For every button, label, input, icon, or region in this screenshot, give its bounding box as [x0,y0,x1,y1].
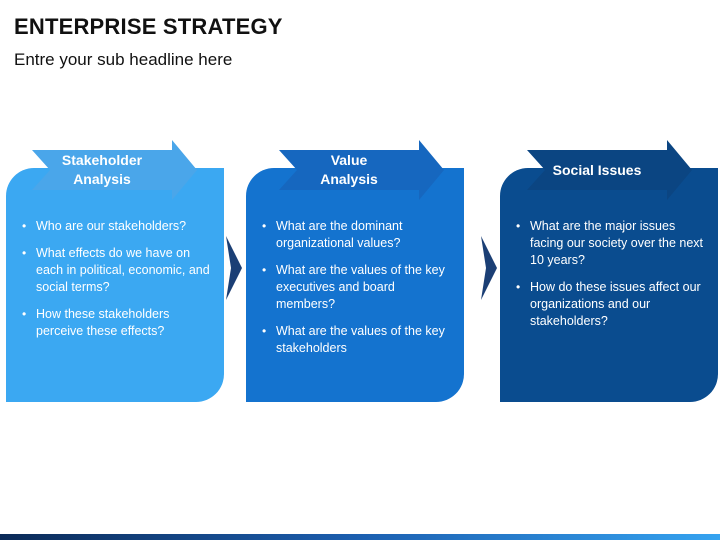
list-item: • What are the values of the key executiv… [262,262,452,313]
list-item: • What are the dominant organizational va… [262,218,452,252]
bullet-text: What are the dominant organizational val… [276,219,403,250]
bullet-text: What are the major issues facing our soc… [530,219,704,267]
list-item: • What effects do we have on each in poli… [22,245,212,296]
bullet-icon: • [516,219,521,233]
footer-gradient-bar [0,534,720,540]
chevron-right-icon [226,236,242,300]
bullet-icon: • [262,324,267,338]
list-item: • What are the major issues facing our so… [516,218,706,269]
list-item: • Who are our stakeholders? [22,218,212,235]
bullet-text: How these stakeholders perceive these ef… [36,307,170,338]
banner-arrow-shape [32,140,197,200]
card-bullet-list: • What are the dominant organizational va… [262,218,452,367]
banner-label-line1: Stakeholder [61,152,143,168]
bullet-text: How do these issues affect our organizat… [530,280,701,328]
card-social-issues: • What are the major issues facing our so… [500,168,718,402]
banner-arrow-shape [527,140,692,200]
list-item: • How do these issues affect our organiza… [516,279,706,330]
card-value-analysis: • What are the dominant organizational va… [246,168,464,402]
bullet-text: What are the values of the key executive… [276,263,445,311]
page-title: ENTERPRISE STRATEGY [14,14,283,39]
card-bullet-list: • What are the major issues facing our so… [516,218,706,340]
list-item: • How these stakeholders perceive these e… [22,306,212,340]
chevron-right-icon [481,236,497,300]
bullet-text: Who are our stakeholders? [36,219,187,233]
banner-label-line2: Analysis [73,171,131,187]
bullet-text: What are the values of the key stakehold… [276,324,445,355]
banner-label-line2: Analysis [320,171,378,187]
bullet-icon: • [22,246,27,260]
bullet-icon: • [22,219,27,233]
bullet-icon: • [262,219,267,233]
list-item: • What are the values of the key stakehol… [262,323,452,357]
banner-label-line1: Social Issues [552,161,642,178]
bullet-icon: • [262,263,267,277]
page-subtitle: Entre your sub headline here [14,50,233,69]
bullet-icon: • [22,307,27,321]
banner-arrow-social: Social Issues [527,140,692,200]
banner-arrow-shape [279,140,444,200]
bullet-icon: • [516,280,521,294]
banner-label-line1: Value [330,152,368,168]
card-bullet-list: • Who are our stakeholders? • What effects… [22,218,212,350]
bullet-text: What effects do we have on each in polit… [36,246,210,294]
banner-label: Social Issues [527,140,667,200]
card-stakeholder-analysis: • Who are our stakeholders? • What effects… [6,168,224,402]
